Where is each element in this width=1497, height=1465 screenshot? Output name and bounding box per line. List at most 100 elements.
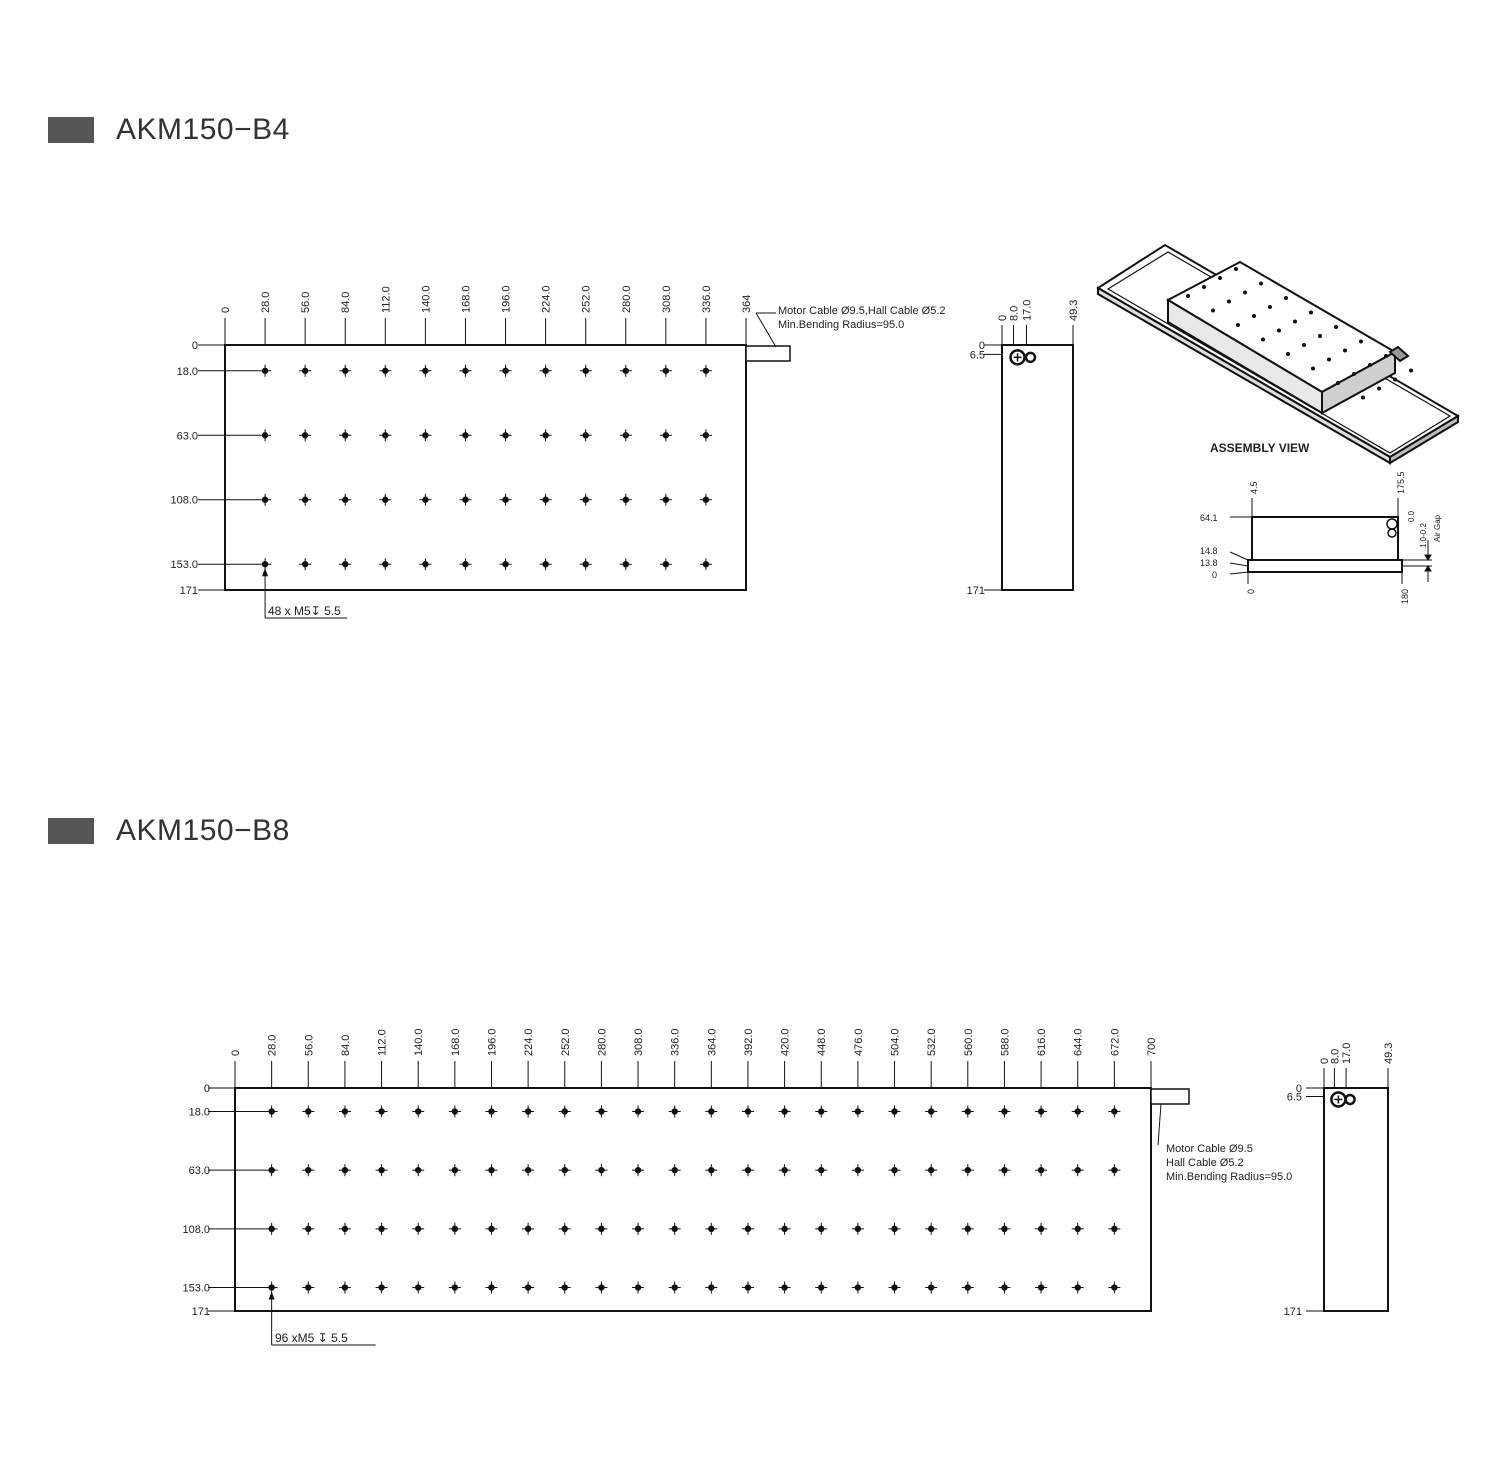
cable-leader bbox=[755, 312, 777, 348]
assembly-hole-dot bbox=[1202, 285, 1206, 289]
assembly-hole-dot bbox=[1311, 366, 1315, 371]
y-tick-label: 0 bbox=[192, 340, 198, 352]
y-tick-label: 63.0 bbox=[189, 1165, 210, 1177]
section-title: AKM150−B4 bbox=[116, 113, 290, 146]
x-tick-label: 672.0 bbox=[1109, 1028, 1121, 1056]
section-marker bbox=[48, 117, 94, 143]
section-title: AKM150−B8 bbox=[116, 814, 290, 847]
x-tick-label: 84.0 bbox=[340, 1035, 352, 1056]
x-tick-label: 112.0 bbox=[377, 1029, 389, 1056]
x-tick-label: 0 bbox=[220, 307, 232, 313]
hole-note-arrow bbox=[262, 568, 269, 577]
x-tick-label: 112.0 bbox=[380, 286, 392, 313]
y-tick-label: 108.0 bbox=[170, 495, 198, 507]
assembly-hole-dot bbox=[1261, 337, 1265, 342]
section-header-b4: AKM150−B4 bbox=[48, 113, 290, 146]
hall-cable-icon bbox=[1344, 1093, 1356, 1106]
assembly-hole-dot bbox=[1211, 308, 1215, 313]
y-tick-label: 171 bbox=[192, 1306, 210, 1318]
assembly-hole-dot bbox=[1384, 354, 1388, 358]
assembly-hole-dot bbox=[1284, 296, 1288, 300]
assembly-hole-dot bbox=[1334, 325, 1338, 329]
section-left-tick: 14.8 bbox=[1200, 546, 1218, 556]
assembly-hole-dot bbox=[1336, 381, 1340, 385]
hole-note: 96 xM5 ↧ 5.5 bbox=[275, 1331, 348, 1345]
y-tick-label: 153.0 bbox=[182, 1283, 210, 1295]
x-tick-label: 504.0 bbox=[890, 1028, 902, 1056]
side-y-tick-label: 6.5 bbox=[1287, 1091, 1302, 1103]
x-tick-label: 588.0 bbox=[999, 1028, 1011, 1056]
side-y-tick-label: 6.5 bbox=[970, 349, 985, 361]
cable-note: Hall Cable Ø5.2 bbox=[1166, 1157, 1244, 1169]
assembly-hole-dot bbox=[1359, 339, 1363, 344]
assembly-hole-dot bbox=[1186, 294, 1190, 298]
x-tick-label: 224.0 bbox=[541, 285, 553, 313]
hole-note: 48 x M5↧ 5.5 bbox=[268, 604, 341, 618]
side-x-tick-label: 17.0 bbox=[1021, 300, 1033, 321]
x-tick-label: 224.0 bbox=[523, 1028, 535, 1056]
assembly-hole-dot bbox=[1352, 372, 1356, 376]
x-tick-label: 616.0 bbox=[1036, 1028, 1048, 1056]
x-tick-label: 560.0 bbox=[963, 1028, 975, 1056]
section-marker bbox=[48, 818, 94, 844]
section-bottom-tick: 0 bbox=[1246, 589, 1256, 594]
section-right-tick: 0.0 bbox=[1407, 510, 1416, 522]
x-tick-label: 308.0 bbox=[661, 285, 673, 313]
x-tick-label: 28.0 bbox=[267, 1035, 279, 1056]
assembly-hole-dot bbox=[1252, 314, 1256, 318]
section-header-b8: AKM150−B8 bbox=[48, 814, 290, 847]
cable-stub bbox=[745, 345, 791, 362]
section-top-tick: 175.5 bbox=[1396, 471, 1406, 494]
y-tick-label: 18.0 bbox=[189, 1106, 210, 1118]
x-tick-label: 56.0 bbox=[300, 292, 312, 313]
x-tick-label: 140.0 bbox=[413, 1028, 425, 1056]
x-tick-label: 280.0 bbox=[596, 1028, 608, 1056]
side-x-tick-label: 8.0 bbox=[1009, 306, 1021, 321]
x-tick-label: 56.0 bbox=[303, 1035, 315, 1056]
y-tick-label: 108.0 bbox=[182, 1224, 210, 1236]
assembly-hole-dot bbox=[1309, 310, 1313, 315]
assembly-hole-dot bbox=[1286, 352, 1290, 356]
assembly-hole-dot bbox=[1377, 386, 1381, 391]
assembly-hole-dot bbox=[1293, 319, 1297, 324]
assembly-hole-dot bbox=[1268, 305, 1272, 309]
x-tick-label: 280.0 bbox=[621, 285, 633, 313]
y-tick-label: 153.0 bbox=[170, 559, 198, 571]
assembly-hole-dot bbox=[1243, 290, 1247, 295]
assembly-hole-dot bbox=[1227, 299, 1231, 304]
x-tick-label: 196.0 bbox=[501, 285, 513, 313]
x-tick-label: 420.0 bbox=[780, 1028, 792, 1056]
assembly-hole-dot bbox=[1277, 328, 1281, 333]
y-tick-label: 171 bbox=[180, 585, 198, 597]
assembly-hole-dot bbox=[1368, 363, 1372, 367]
plate-outline bbox=[224, 344, 747, 591]
section-right-tick: 1.0-0.2 bbox=[1419, 523, 1428, 548]
assembly-view-illustration bbox=[1096, 243, 1460, 465]
side-view-outline bbox=[1323, 1087, 1389, 1312]
x-tick-label: 392.0 bbox=[743, 1028, 755, 1056]
assembly-hole-dot bbox=[1318, 334, 1322, 338]
cable-note: Motor Cable Ø9.5,Hall Cable Ø5.2 bbox=[778, 305, 946, 317]
section-top-tick: 4.5 bbox=[1249, 481, 1259, 494]
section-left-tick: 0 bbox=[1212, 570, 1217, 580]
x-tick-label: 644.0 bbox=[1073, 1028, 1085, 1056]
side-view-outline bbox=[1001, 344, 1074, 591]
side-x-tick-label: 17.0 bbox=[1341, 1043, 1353, 1064]
x-tick-label: 336.0 bbox=[701, 285, 713, 313]
plate-outline bbox=[234, 1087, 1152, 1312]
x-tick-label: 336.0 bbox=[670, 1028, 682, 1056]
assembly-label: ASSEMBLY VIEW bbox=[1210, 441, 1310, 455]
assembly-section-view bbox=[1229, 498, 1432, 584]
x-tick-label: 84.0 bbox=[340, 292, 352, 313]
x-tick-label: 308.0 bbox=[633, 1028, 645, 1056]
hall-cable-icon bbox=[1024, 351, 1037, 364]
assembly-hole-dot bbox=[1259, 281, 1263, 286]
x-tick-label: 476.0 bbox=[853, 1028, 865, 1056]
cable-note: Motor Cable Ø9.5 bbox=[1166, 1143, 1253, 1155]
side-y-tick-label: 171 bbox=[1284, 1306, 1302, 1318]
y-tick-label: 63.0 bbox=[177, 430, 198, 442]
side-x-tick-label: 8.0 bbox=[1329, 1049, 1341, 1064]
cable-stub bbox=[1150, 1088, 1190, 1105]
